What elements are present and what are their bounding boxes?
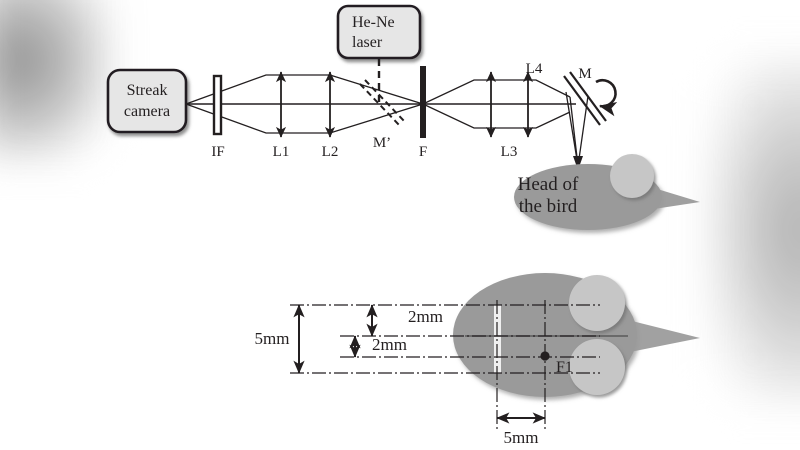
beam-arrowhead	[573, 156, 583, 170]
if-label: IF	[211, 144, 224, 160]
dimension-lower-offset: 2mm	[349, 335, 407, 358]
dim-upper-label: 2mm	[408, 307, 443, 326]
m-label: M	[578, 66, 591, 82]
hene-laser-label-line1: He-Ne	[352, 14, 395, 31]
m-prime-label: M’	[373, 135, 391, 151]
lens-l4: L4	[522, 61, 543, 138]
bird-head-bottom	[453, 273, 700, 397]
bird-eye-lower-bottom	[569, 339, 625, 395]
m-rotation-arrow	[595, 78, 618, 117]
f1-dot	[540, 351, 550, 361]
bird-eye-top	[610, 154, 654, 198]
streak-camera-label-line1: Streak	[127, 82, 168, 99]
streak-camera-body	[106, 68, 188, 134]
streak-camera-label-line2: camera	[124, 103, 170, 120]
lens-l2: L2	[322, 71, 339, 160]
bird-head-label-line2: the bird	[519, 196, 578, 217]
lens-l3: L3	[485, 71, 518, 160]
bird-beak-bottom	[600, 313, 700, 358]
beam-edge-right	[577, 95, 589, 167]
dim-overall-label: 5mm	[255, 329, 290, 348]
dim-lower-label: 2mm	[372, 335, 407, 354]
focus-marker-f1: F1	[540, 351, 573, 376]
f-body	[420, 66, 426, 138]
if-body	[212, 74, 223, 136]
m-face-front	[563, 75, 601, 126]
bird-head-label-line1: Head of	[518, 174, 579, 195]
beam-to-target	[565, 91, 589, 167]
lens-l1: L1	[273, 71, 290, 160]
hene-laser-label-line2: laser	[352, 34, 383, 51]
beam-edge-mid	[569, 96, 579, 167]
removable-mirror-m-prime: M’	[359, 79, 406, 151]
bird-head-top: Head of the bird	[514, 154, 700, 230]
streak-camera-box: Streak camera	[106, 68, 188, 134]
hene-laser-box: He-Ne laser	[336, 4, 422, 60]
field-stop-f: F	[419, 66, 427, 160]
bottom-measurement-diagram: 5mm 2mm 2mm F1 5mm	[255, 273, 700, 447]
l1-label: L1	[273, 144, 290, 160]
f-label: F	[419, 144, 427, 160]
vertical-reference-lines	[496, 300, 546, 432]
l3-label: L3	[501, 144, 518, 160]
bird-beak-top	[634, 182, 700, 212]
dim-depth-label: 5mm	[504, 428, 539, 447]
bird-eye-upper-bottom	[569, 275, 625, 331]
top-optical-path: Streak camera He-Ne laser	[106, 4, 700, 230]
horizontal-reference-lines	[290, 304, 600, 374]
l4-label: L4	[526, 61, 543, 77]
dimension-upper-offset: 2mm	[366, 304, 443, 337]
hene-laser-body	[336, 4, 422, 60]
f1-label: F1	[556, 359, 573, 376]
interference-filter-if: IF	[211, 74, 225, 160]
dimension-horizontal-depth: 5mm	[496, 412, 546, 447]
l2-label: L2	[322, 144, 339, 160]
dimension-overall-vertical: 5mm	[255, 304, 305, 374]
